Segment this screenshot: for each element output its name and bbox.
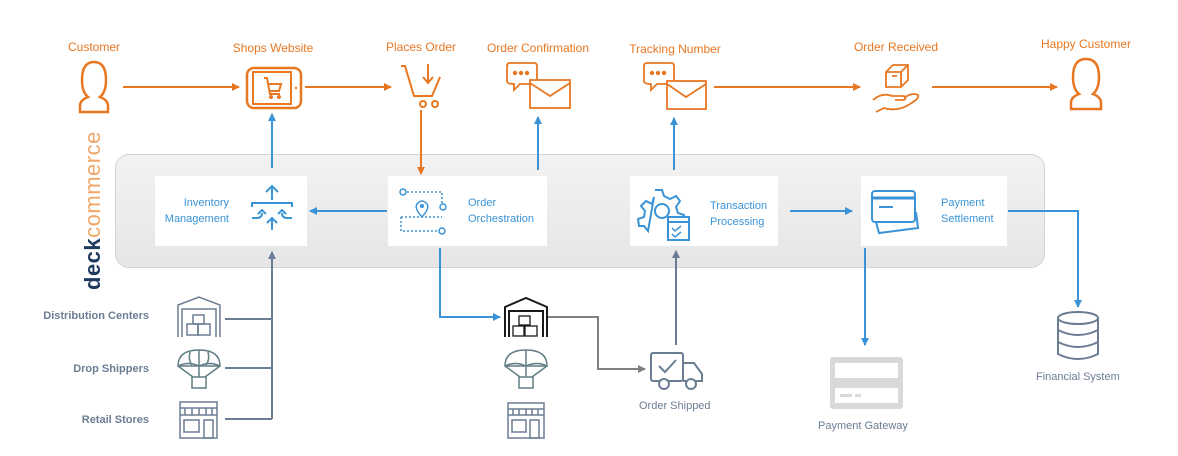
arrow-payment-to-financial xyxy=(1008,210,1082,308)
shops-website-label: Shops Website xyxy=(232,41,314,55)
tablet-cart-icon xyxy=(245,66,303,110)
parachute-icon xyxy=(504,349,548,389)
parachute-icon xyxy=(177,349,221,389)
label-line: Management xyxy=(164,213,229,225)
label-line: Settlement xyxy=(941,213,994,225)
inventory-management-label: Inventory Management xyxy=(165,195,229,227)
happy-customer-icon xyxy=(1069,57,1103,111)
label-line: Payment xyxy=(941,197,985,209)
store-icon xyxy=(179,401,218,439)
order-received-label: Order Received xyxy=(853,40,939,54)
delivery-truck-icon xyxy=(650,352,703,390)
tracking-number-label: Tracking Number xyxy=(629,42,721,56)
warehouse-icon xyxy=(177,296,221,337)
payment-settlement-label: Payment Settlement xyxy=(941,195,994,227)
payment-gateway-icon xyxy=(830,357,903,409)
hand-box-icon xyxy=(872,64,920,113)
credit-card-icon xyxy=(871,190,920,235)
places-order-label: Places Order xyxy=(385,40,457,54)
distribution-centers-label: Distribution Centers xyxy=(43,310,149,322)
customer-label: Customer xyxy=(67,40,121,54)
label-line: Order xyxy=(468,197,497,209)
label-line: Inventory xyxy=(183,197,229,209)
chat-mail-icon xyxy=(643,62,707,110)
order-orchestration-label: Order Orchestration xyxy=(468,195,534,227)
order-shipped-label: Order Shipped xyxy=(639,400,711,412)
order-confirmation-label: Order Confirmation xyxy=(486,41,590,55)
transaction-processing-label: Transaction Processing xyxy=(710,198,767,230)
inventory-arrows-icon xyxy=(251,184,293,230)
customer-icon xyxy=(78,60,110,114)
label-line: Orchestration xyxy=(468,213,535,225)
drop-shippers-label: Drop Shippers xyxy=(73,363,149,375)
route-pin-icon xyxy=(399,188,447,235)
warehouse-active-icon xyxy=(504,296,548,337)
payment-gateway-label: Payment Gateway xyxy=(818,420,908,432)
arrow-warehouse-to-shipped xyxy=(548,316,646,373)
chat-mail-icon xyxy=(506,62,571,109)
financial-system-label: Financial System xyxy=(1036,371,1120,383)
database-icon xyxy=(1057,311,1099,360)
gear-check-icon xyxy=(636,189,690,241)
store-icon xyxy=(507,402,545,439)
order-orchestration-card[interactable]: Order Orchestration xyxy=(388,176,547,246)
happy-customer-label: Happy Customer xyxy=(1040,37,1132,51)
shopping-cart-icon xyxy=(401,64,441,108)
retail-stores-label: Retail Stores xyxy=(81,414,149,426)
arrow-orchestration-to-warehouse xyxy=(439,248,501,321)
label-line: Transaction xyxy=(710,200,768,212)
label-line: Processing xyxy=(710,216,765,228)
